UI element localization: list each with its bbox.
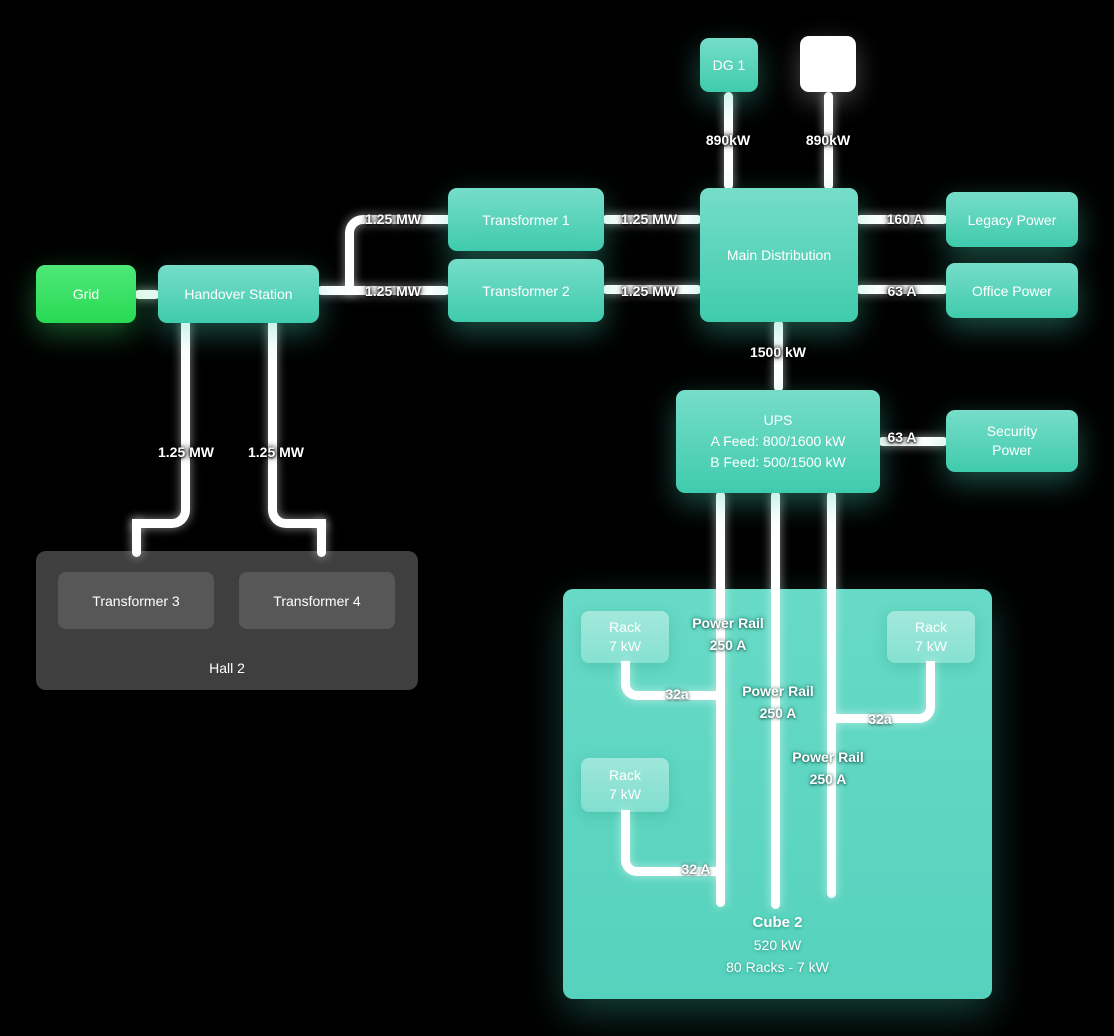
edge-label-handover-t2: 1.25 MW <box>364 283 421 299</box>
power-rail-1-name: Power Rail <box>692 615 764 631</box>
node-transformer2[interactable]: Transformer 2 <box>448 259 604 322</box>
wire-main-to-office <box>856 285 948 294</box>
node-grid[interactable]: Grid <box>36 265 136 323</box>
node-dg1[interactable]: DG 1 <box>700 38 758 92</box>
edge-label-t2-main: 1.25 MW <box>620 283 677 299</box>
node-transformer2-label: Transformer 2 <box>482 282 570 299</box>
power-rail-3-rating: 250 A <box>809 771 847 787</box>
wire-dg1-to-main <box>724 92 733 190</box>
edge-label-ups-security: 63 A <box>887 429 917 445</box>
node-transformer1-label: Transformer 1 <box>482 211 570 228</box>
wire-transformer1-to-main <box>602 215 702 224</box>
edge-label-handover-t1: 1.25 MW <box>364 211 421 227</box>
node-security-power[interactable]: Security Power <box>946 410 1078 472</box>
node-transformer4-label: Transformer 4 <box>273 592 361 609</box>
wire-blank-node-to-main <box>824 92 833 190</box>
edge-label-main-legacy: 160 A <box>886 211 924 227</box>
edge-label-dg1-power: 890kW <box>705 132 751 148</box>
wire-grid-to-handover <box>134 290 160 299</box>
group-hall2[interactable]: Transformer 3 Transformer 4 Hall 2 <box>36 551 418 690</box>
blank-node[interactable] <box>800 36 856 92</box>
node-main-distribution-label: Main Distribution <box>726 247 832 263</box>
wire-handover-to-transformer1 <box>345 215 450 295</box>
power-rail-2-name: Power Rail <box>742 683 814 699</box>
power-rail-3-name: Power Rail <box>792 749 864 765</box>
edge-label-main-office: 63 A <box>887 283 917 299</box>
wire-ups-to-security <box>878 437 948 446</box>
node-main-distribution[interactable]: Main Distribution <box>700 188 858 322</box>
node-transformer3[interactable]: Transformer 3 <box>58 572 214 629</box>
edge-label-blank-node-power: 890kW <box>805 132 851 148</box>
node-grid-label: Grid <box>72 286 100 302</box>
power-rail-2-label: Power Rail 250 A <box>736 680 820 724</box>
edge-label-hall-left: 1.25 MW <box>157 444 214 460</box>
cube2-racks-summary: 80 Racks - 7 kW <box>726 959 829 975</box>
wire-power-rail-3 <box>827 491 836 898</box>
wire-main-to-ups <box>774 320 783 392</box>
node-rack-3[interactable]: Rack 7 kW <box>581 758 669 812</box>
wire-transformer2-to-main <box>602 285 702 294</box>
node-transformer3-label: Transformer 3 <box>92 592 180 609</box>
rack-3-power: 7 kW <box>609 786 641 802</box>
node-rack-2[interactable]: Rack 7 kW <box>887 611 975 663</box>
wire-handover-to-hall-right <box>268 321 326 528</box>
node-transformer4[interactable]: Transformer 4 <box>239 572 395 629</box>
node-ups[interactable]: UPS A Feed: 800/1600 kW B Feed: 500/1500… <box>676 390 880 493</box>
node-transformer1[interactable]: Transformer 1 <box>448 188 604 251</box>
edge-label-hall-right: 1.25 MW <box>247 444 304 460</box>
branch-label-rack3: 32 A <box>681 861 711 877</box>
node-rack-1[interactable]: Rack 7 kW <box>581 611 669 663</box>
wire-rack1-to-rail1 <box>621 661 722 700</box>
edge-label-t1-main: 1.25 MW <box>620 211 677 227</box>
wire-main-to-legacy <box>856 215 948 224</box>
wire-handover-to-transformer2 <box>317 286 450 295</box>
rack-1-power: 7 kW <box>609 638 641 654</box>
power-rail-2-rating: 250 A <box>759 705 797 721</box>
rack-2-name: Rack <box>915 619 947 635</box>
wire-power-rail-2 <box>771 491 780 909</box>
rack-3-name: Rack <box>609 767 641 783</box>
wire-rack2-to-rail3 <box>830 661 935 723</box>
power-rail-3-label: Power Rail 250 A <box>786 746 870 790</box>
edge-label-main-ups: 1500 kW <box>749 344 807 360</box>
hall2-title: Hall 2 <box>209 660 245 676</box>
node-dg1-label: DG 1 <box>712 57 746 73</box>
rack-2-power: 7 kW <box>915 638 947 654</box>
node-ups-a-feed: A Feed: 800/1600 kW <box>710 433 846 449</box>
node-ups-title: UPS <box>763 412 793 428</box>
power-rail-1-rating: 250 A <box>709 637 747 653</box>
branch-label-rack2: 32a <box>868 711 892 727</box>
wire-rack3-to-rail1 <box>621 810 722 876</box>
wire-handover-to-hall-left <box>132 321 190 528</box>
node-handover-station[interactable]: Handover Station <box>158 265 319 323</box>
cube2-title: Cube 2 <box>752 914 803 931</box>
node-security-power-label: Security Power <box>986 423 1038 458</box>
cube2-summary: Cube 2 520 kW 80 Racks - 7 kW <box>563 912 992 978</box>
node-office-power[interactable]: Office Power <box>946 263 1078 318</box>
node-office-power-label: Office Power <box>972 282 1052 299</box>
node-ups-b-feed: B Feed: 500/1500 kW <box>710 454 846 470</box>
node-legacy-power[interactable]: Legacy Power <box>946 192 1078 247</box>
branch-label-rack1: 32a <box>665 686 689 702</box>
rack-1-name: Rack <box>609 619 641 635</box>
wire-handover-to-hall-left-stub <box>132 519 141 557</box>
cube2-capacity: 520 kW <box>753 937 802 953</box>
node-legacy-power-label: Legacy Power <box>967 211 1057 228</box>
power-rail-1-label: Power Rail 250 A <box>686 612 770 656</box>
node-handover-station-label: Handover Station <box>184 286 293 302</box>
wire-handover-to-hall-right-stub <box>317 519 326 557</box>
